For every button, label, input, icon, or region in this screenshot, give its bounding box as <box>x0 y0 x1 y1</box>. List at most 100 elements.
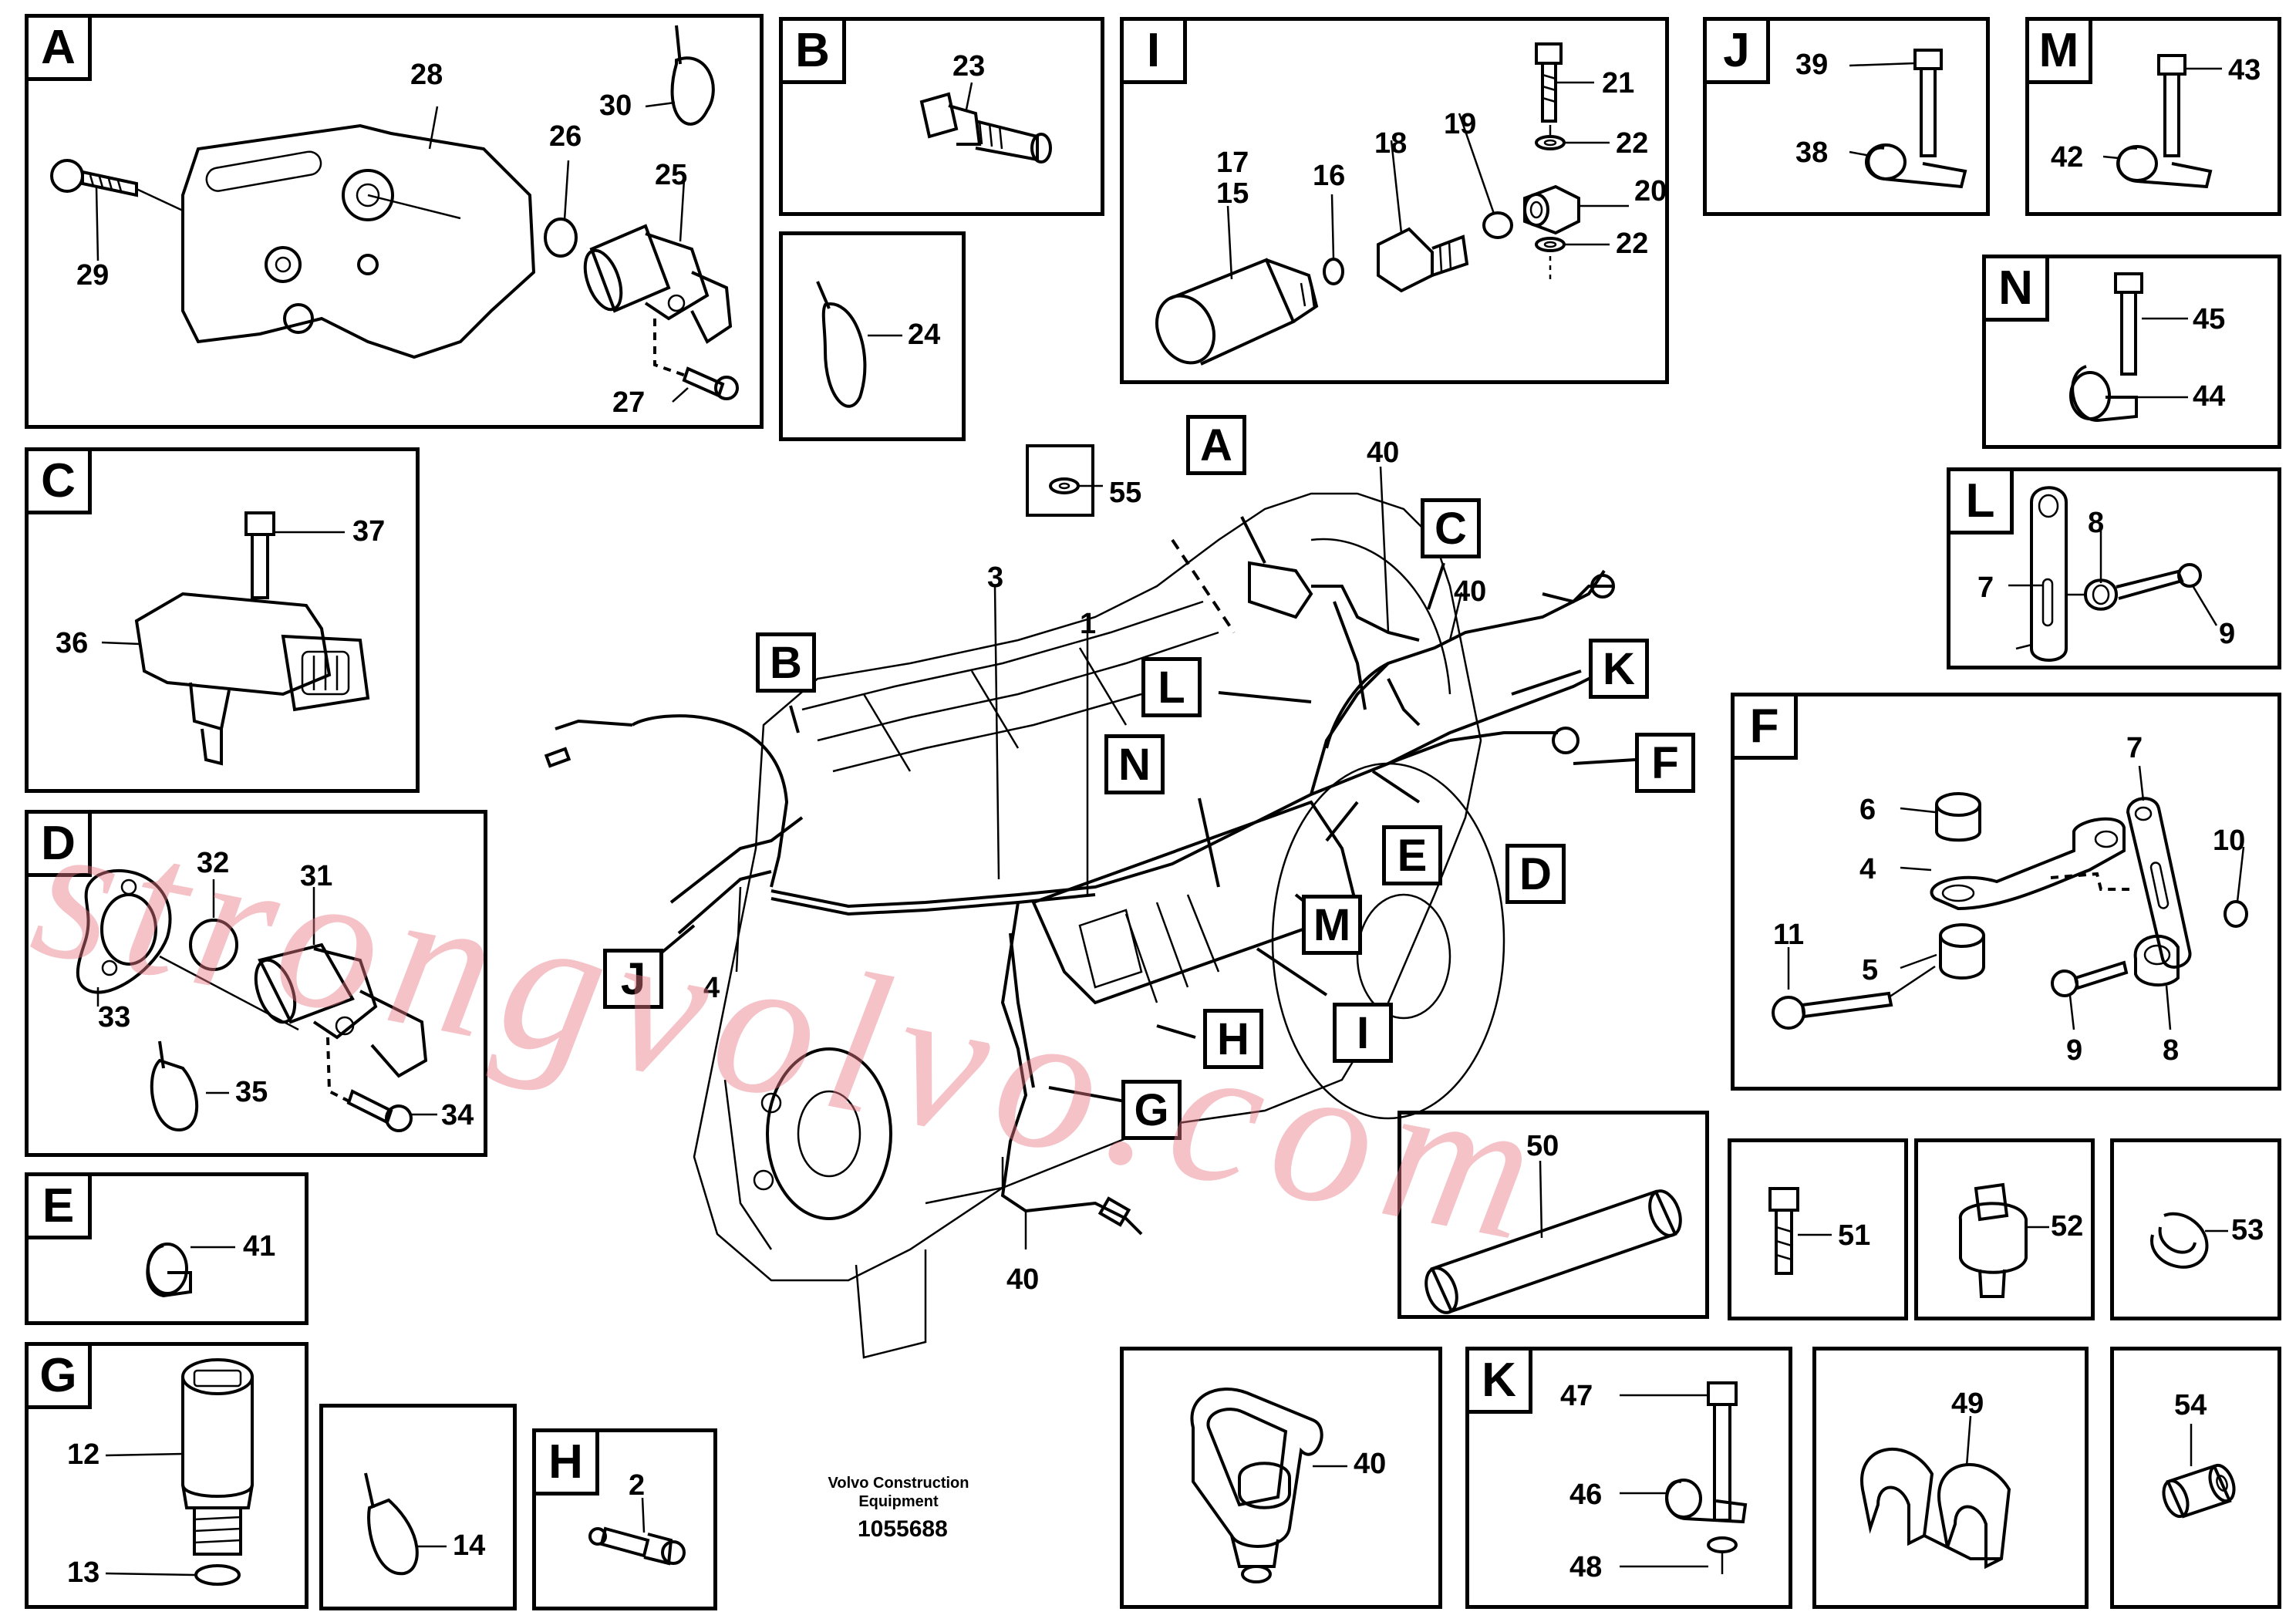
label-8: 8 <box>2163 1034 2180 1067</box>
label-15: 15 <box>1216 177 1249 210</box>
label-41: 41 <box>243 1230 276 1263</box>
label-47: 47 <box>1560 1380 1593 1412</box>
callout-n[interactable]: N <box>1104 734 1165 794</box>
label-8: 8 <box>2088 507 2105 539</box>
label-27: 27 <box>612 386 646 419</box>
panel-h: H 2 <box>532 1428 717 1610</box>
credit-line-1: Volvo Construction <box>828 1475 969 1492</box>
panel-m-drawing <box>2102 54 2222 189</box>
panel-letter-c: C <box>29 451 92 514</box>
panel-f-drawing <box>1772 765 2248 1030</box>
label-28: 28 <box>410 59 443 91</box>
panel-k-drawing <box>1620 1381 1748 1574</box>
label-36: 36 <box>56 627 89 659</box>
label-44: 44 <box>2193 380 2226 413</box>
label-25: 25 <box>655 159 688 191</box>
label-17: 17 <box>1216 147 1249 179</box>
callout-i[interactable]: I <box>1333 1003 1393 1063</box>
panel-40-drawing <box>1190 1388 1347 1583</box>
label-13: 13 <box>67 1556 100 1589</box>
main-label-55: 55 <box>1109 477 1142 509</box>
label-51: 51 <box>1838 1219 1871 1252</box>
panel-40: 40 <box>1120 1347 1442 1609</box>
main-label-4: 4 <box>703 972 720 1004</box>
callout-h[interactable]: H <box>1203 1009 1263 1069</box>
panel-i: I 17 15 <box>1120 17 1669 384</box>
label-48: 48 <box>1569 1551 1603 1583</box>
callout-e[interactable]: E <box>1382 825 1442 885</box>
panel-m: M 43 42 <box>2025 17 2281 216</box>
document-number: 1055688 <box>858 1516 948 1542</box>
panel-c: C 37 36 <box>25 447 420 793</box>
main-label-40-bottom: 40 <box>1006 1263 1040 1296</box>
panel-n-drawing <box>2069 272 2188 423</box>
panel-b-drawing <box>919 82 1052 164</box>
label-18: 18 <box>1374 127 1408 160</box>
label-33: 33 <box>98 1001 131 1034</box>
label-7: 7 <box>2126 732 2143 764</box>
label-7: 7 <box>1977 572 1994 604</box>
label-34: 34 <box>441 1099 474 1131</box>
label-40: 40 <box>1354 1448 1387 1480</box>
label-2: 2 <box>629 1469 646 1502</box>
label-21: 21 <box>1602 67 1635 99</box>
callout-j[interactable]: J <box>603 949 663 1009</box>
callout-a[interactable]: A <box>1186 415 1246 475</box>
label-30: 30 <box>599 89 632 122</box>
panel-51-drawing <box>1768 1187 1832 1275</box>
label-46: 46 <box>1569 1479 1603 1511</box>
panel-letter-i: I <box>1124 21 1187 84</box>
label-50: 50 <box>1526 1130 1559 1162</box>
panel-52: 52 <box>1914 1138 2095 1320</box>
panel-letter-e: E <box>29 1176 92 1239</box>
label-19: 19 <box>1444 108 1477 140</box>
callout-m[interactable]: M <box>1302 895 1362 955</box>
panel-14: 14 <box>319 1404 517 1610</box>
panel-k: K 47 46 48 <box>1465 1347 1792 1609</box>
callout-f[interactable]: F <box>1635 733 1695 793</box>
callout-b[interactable]: B <box>756 632 816 693</box>
panel-letter-l: L <box>1950 471 2014 534</box>
label-38: 38 <box>1795 137 1829 169</box>
panel-24: 24 <box>779 231 966 441</box>
callout-g[interactable]: G <box>1121 1080 1182 1140</box>
callout-k[interactable]: K <box>1589 639 1649 699</box>
panel-52-drawing <box>1958 1182 2049 1298</box>
label-24: 24 <box>908 319 941 351</box>
panel-14-drawing <box>364 1472 447 1576</box>
panel-letter-k: K <box>1469 1351 1532 1414</box>
label-12: 12 <box>67 1438 100 1471</box>
panel-l-drawing <box>2008 486 2218 662</box>
panel-53: 53 <box>2110 1138 2281 1320</box>
panel-51: 51 <box>1728 1138 1908 1320</box>
panel-n: N 45 44 <box>1982 255 2281 449</box>
main-label-3: 3 <box>987 561 1004 594</box>
panel-49-drawing <box>1860 1415 2011 1570</box>
panel-24-drawing <box>816 281 902 408</box>
label-35: 35 <box>235 1076 268 1108</box>
label-45: 45 <box>2193 303 2226 336</box>
label-5: 5 <box>1862 954 1879 986</box>
label-14: 14 <box>453 1529 486 1562</box>
label-11: 11 <box>1773 919 1805 951</box>
panel-j-drawing <box>1849 49 1967 189</box>
label-16: 16 <box>1313 160 1346 192</box>
panel-f: F 7 6 4 <box>1731 693 2281 1091</box>
panel-g: G 12 13 <box>25 1342 308 1609</box>
callout-l[interactable]: L <box>1141 657 1202 717</box>
label-43: 43 <box>2228 54 2261 86</box>
panel-a: A 28 30 26 25 <box>25 14 764 429</box>
label-37: 37 <box>352 515 386 548</box>
panel-d-drawing <box>76 868 437 1132</box>
panel-letter-h: H <box>536 1432 599 1496</box>
panel-53-drawing <box>2150 1212 2228 1269</box>
callout-c[interactable]: C <box>1421 498 1481 558</box>
label-29: 29 <box>76 259 110 292</box>
panel-49: 49 <box>1812 1347 2089 1609</box>
label-10: 10 <box>2213 824 2246 857</box>
callout-d[interactable]: D <box>1505 844 1566 904</box>
panel-letter-f: F <box>1735 696 1798 760</box>
label-6: 6 <box>1859 794 1876 826</box>
panel-a-drawing <box>50 25 739 403</box>
panel-j: J 39 38 <box>1703 17 1990 216</box>
